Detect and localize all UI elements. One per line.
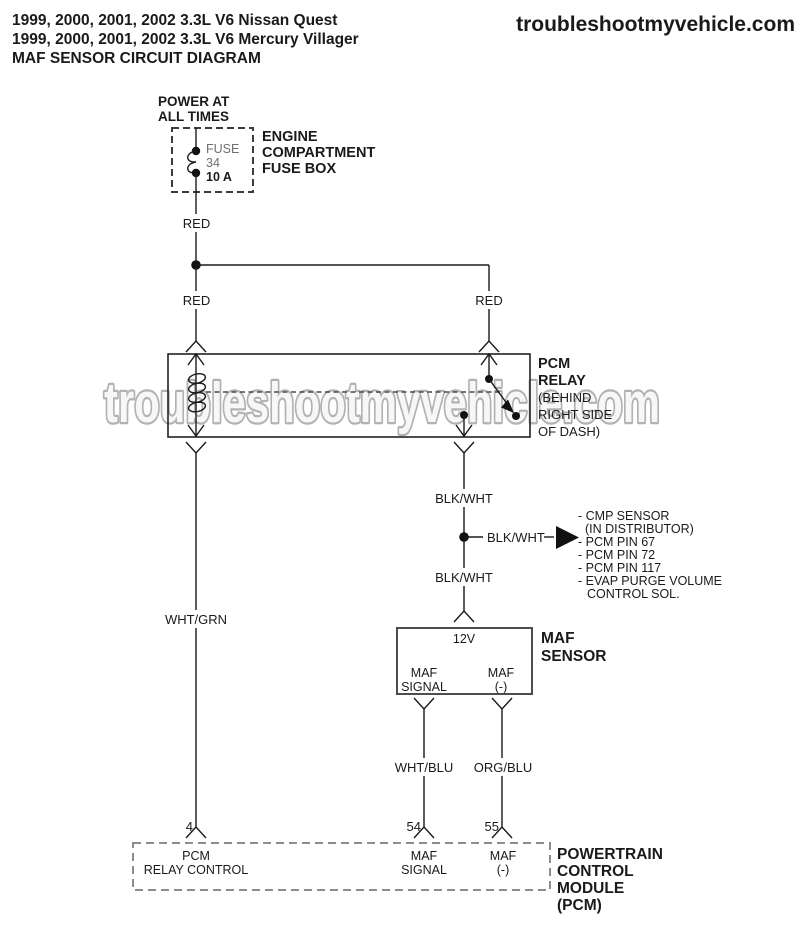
site-name: troubleshootmyvehicle.com: [516, 13, 795, 36]
wire-label-red-left: RED: [183, 293, 210, 308]
connector-fork-below-relay-right-icon: [453, 441, 475, 455]
fuse-box: FUSE 34 10 A ENGINE COMPARTMENT FUSE BOX: [171, 127, 375, 193]
fuse-box-label-line2: COMPARTMENT: [262, 145, 375, 161]
wire-label-blkwht-branch: BLK/WHT: [487, 530, 545, 545]
power-wires: [185, 192, 500, 353]
pcm-pin4-number: 4: [186, 819, 193, 834]
power-source-label: POWER AT ALL TIMES: [158, 94, 230, 124]
pcm-label-line4: (PCM): [557, 897, 602, 914]
power-label-line1: POWER AT: [158, 94, 230, 109]
power-label-line2: ALL TIMES: [158, 109, 229, 124]
relay-pin-arrow-down-right-icon: [455, 424, 473, 438]
branch-list-line5: - PCM PIN 117: [578, 561, 661, 575]
title-line-2: 1999, 2000, 2001, 2002 3.3L V6 Mercury V…: [12, 31, 359, 48]
pcm-maf-signal-line2: SIGNAL: [401, 863, 447, 877]
maf-pin-neg-line2: (-): [495, 680, 508, 694]
fuse-box-label-line1: ENGINE: [262, 129, 318, 145]
wire-label-blkwht-lower: BLK/WHT: [435, 570, 493, 585]
connector-fork-below-maf-right-icon: [491, 697, 513, 711]
branch-list-line4: - PCM PIN 72: [578, 548, 655, 562]
wire-label-orgblu: ORG/BLU: [474, 760, 533, 775]
relay-label-line1: PCM: [538, 356, 570, 372]
maf-pin-signal-line2: SIGNAL: [401, 680, 447, 694]
relay-switch-blade-arrowhead-icon: [501, 399, 514, 413]
wire-label-whtblu: WHT/BLU: [395, 760, 454, 775]
relay-label-line2: RELAY: [538, 373, 586, 389]
powertrain-control-module: PCM RELAY CONTROL MAF SIGNAL MAF (-) POW…: [132, 842, 663, 914]
relay-switch-blade: [488, 378, 509, 406]
fuse-box-label-line3: FUSE BOX: [262, 161, 336, 177]
maf-sensor: 12V MAF SIGNAL MAF (-) MAF SENSOR: [396, 627, 606, 695]
wire-color-labels: RED RED RED WHT/GRN BLK/WHT BLK/WHT BLK/…: [162, 214, 545, 776]
maf-output-wires: 4 54 55: [185, 697, 513, 839]
maf-pin-signal-line1: MAF: [411, 666, 438, 680]
fuse-number: 34: [206, 156, 220, 170]
connector-fork-below-relay-left-icon: [185, 441, 207, 455]
branch-list-line1: - CMP SENSOR: [578, 509, 669, 523]
pcm-relay: PCM RELAY (BEHIND RIGHT SIDE OF DASH): [167, 352, 612, 439]
connector-fork-pin54-icon: [413, 825, 435, 839]
branch-list-line6: - EVAP PURGE VOLUME: [578, 574, 722, 588]
maf-pin-neg-line1: MAF: [488, 666, 515, 680]
relay-switch-contact-dot: [512, 412, 520, 420]
connector-fork-above-maf-icon: [453, 609, 475, 623]
pcm-label-line1: POWERTRAIN: [557, 846, 663, 863]
pcm-relay-control-line2: RELAY CONTROL: [144, 863, 248, 877]
fuse-rating: 10 A: [206, 170, 232, 184]
branch-list-line7: CONTROL SOL.: [587, 587, 680, 601]
connector-fork-below-maf-left-icon: [413, 697, 435, 711]
branch-arrow-icon: [556, 526, 579, 549]
maf-label-line1: MAF: [541, 630, 575, 647]
wire-label-blkwht-upper: BLK/WHT: [435, 491, 493, 506]
pcm-pin54-number: 54: [407, 819, 421, 834]
connector-fork-relay-right-icon: [478, 339, 500, 353]
maf-sensor-outline: [396, 627, 533, 695]
relay-pin-arrow-down-left-icon: [187, 424, 205, 438]
fuse-box-outline: [171, 127, 254, 193]
branch-destination-list: - CMP SENSOR (IN DISTRIBUTOR) - PCM PIN …: [578, 509, 722, 601]
wire-label-whtgrn: WHT/GRN: [165, 612, 227, 627]
pcm-maf-signal-line1: MAF: [411, 849, 438, 863]
pcm-maf-neg-line2: (-): [497, 863, 510, 877]
branch-list-line2: (IN DISTRIBUTOR): [585, 522, 694, 536]
maf-label-line2: SENSOR: [541, 648, 606, 665]
page-header: 1999, 2000, 2001, 2002 3.3L V6 Nissan Qu…: [12, 12, 795, 67]
pcm-pin55-number: 55: [485, 819, 499, 834]
pcm-label-line3: MODULE: [557, 880, 624, 897]
wire-label-red-top: RED: [183, 216, 210, 231]
title-line-3: MAF SENSOR CIRCUIT DIAGRAM: [12, 50, 261, 67]
relay-coil-icon: [187, 372, 207, 413]
connector-fork-pin55-icon: [491, 825, 513, 839]
pcm-label-line2: CONTROL: [557, 863, 634, 880]
pcm-relay-control-line1: PCM: [182, 849, 210, 863]
relay-outline: [167, 353, 531, 438]
relay-label-line4: RIGHT SIDE: [538, 407, 612, 422]
pcm-outline: [132, 842, 551, 891]
fuse-element-icon: [187, 150, 197, 174]
title-line-1: 1999, 2000, 2001, 2002 3.3L V6 Nissan Qu…: [12, 12, 337, 29]
connector-fork-relay-left-icon: [185, 339, 207, 353]
branch-list-line3: - PCM PIN 67: [578, 535, 655, 549]
maf-pin-12v: 12V: [453, 632, 476, 646]
relay-label-line5: OF DASH): [538, 424, 600, 439]
connector-fork-pin4-icon: [185, 825, 207, 839]
pcm-maf-neg-line1: MAF: [490, 849, 517, 863]
wire-label-red-right: RED: [475, 293, 502, 308]
fuse-label: FUSE: [206, 142, 239, 156]
relay-label-line3: (BEHIND: [538, 390, 591, 405]
